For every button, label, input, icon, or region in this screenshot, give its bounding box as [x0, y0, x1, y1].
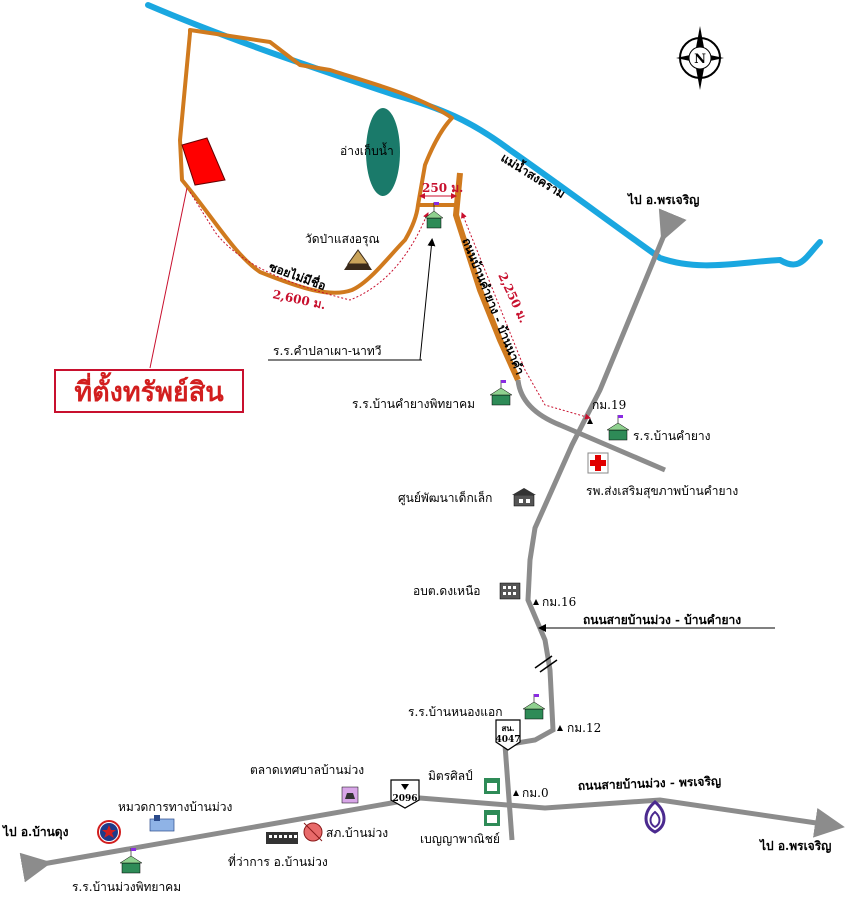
child-center-icon	[512, 488, 536, 507]
district-office-label: ที่ว่าการ อ.บ้านม่วง	[228, 853, 328, 869]
school-icon-nong-aek	[522, 694, 546, 720]
river-label: แม่น้ำสงคราม	[498, 148, 569, 201]
bank-logo-icon	[644, 800, 666, 834]
compass-icon: N	[676, 26, 724, 90]
to-ban-dung-label: ไป อ.บ้านดุง	[1, 824, 69, 840]
property-location-label: ที่ตั้งทรัพย์สิน	[74, 376, 224, 408]
highway-dept-label: หมวดการทางบ้านม่วง	[118, 800, 232, 814]
school-icon-ban-muang	[119, 848, 143, 874]
school-khampla-label: ร.ร.คำปลาเผา-นาทวี	[273, 344, 382, 358]
market-icon	[341, 786, 359, 804]
school-khamyang-phit-label: ร.ร.บ้านคำยางพิทยาคม	[352, 397, 475, 411]
mitr-silp-label: มิตรศิลป์	[428, 769, 473, 783]
road-break-symbol	[534, 655, 558, 673]
route-4047-prefix: สน.	[501, 723, 514, 733]
school-khamyang-label: ร.ร.บ้านคำยาง	[633, 429, 710, 443]
market-label: ตลาดเทศบาลบ้านม่วง	[250, 763, 364, 777]
shop-icon-benya	[484, 810, 500, 826]
compass-letter: N	[694, 52, 706, 67]
caltex-icon	[97, 820, 121, 844]
property-location-box: ที่ตั้งทรัพย์สิน	[54, 369, 244, 413]
school-ban-muang-label: ร.ร.บ้านม่วงพิทยาคม	[72, 880, 181, 894]
soi-road-loop	[178, 28, 454, 295]
obt-dong-nuea-label: อบต.ดงเหนือ	[413, 584, 481, 598]
km16-label: กม.16	[542, 595, 576, 609]
temple-label: วัดป่าแสงอรุณ	[305, 232, 380, 247]
km19-label: กม.19	[592, 398, 626, 412]
reservoir-shape	[366, 108, 400, 196]
temple-icon	[344, 249, 372, 270]
hospital-icon	[587, 452, 609, 474]
distance-2600-line	[189, 191, 429, 301]
route-2096-shield: 2096	[390, 779, 420, 809]
km-marker-icon	[587, 418, 593, 424]
to-phon-charoen-top: ไป อ.พรเจริญ	[626, 192, 699, 207]
school-icon-khamyang	[606, 415, 630, 441]
km0-label: กม.0	[522, 786, 549, 800]
obt-office-icon	[499, 582, 521, 600]
reservoir-label: อ่างเก็บน้ำ	[340, 142, 394, 158]
distance-2250-line	[461, 212, 591, 420]
main-road-east-west	[19, 795, 845, 883]
school-icon-khamyang-phit	[489, 380, 513, 406]
property-marker	[181, 137, 226, 186]
benya-label: เบญญาพาณิชย์	[420, 832, 500, 846]
distance-250-label: 250 ม.	[422, 181, 463, 195]
river-line	[145, 2, 823, 269]
school-icon-khampla	[424, 202, 444, 229]
route-4047-number: 4047	[495, 735, 520, 745]
police-icon	[303, 822, 323, 842]
to-phon-charoen-right-label: ไป อ.พรเจริญ	[758, 838, 831, 853]
district-office-icon	[266, 832, 298, 844]
school-nong-aek-label: ร.ร.บ้านหนองแอก	[408, 705, 502, 719]
km-marker-icon	[557, 725, 563, 731]
route-4047-shield: สน. 4047	[495, 719, 521, 751]
child-center-label: ศูนย์พัฒนาเด็กเล็ก	[398, 490, 492, 506]
police-label: สภ.บ้านม่วง	[326, 826, 388, 840]
km12-label: กม.12	[567, 721, 601, 735]
hospital-label: รพ.ส่งเสริมสุขภาพบ้านคำยาง	[586, 484, 738, 499]
school-khampla-pointer	[419, 238, 436, 361]
highway-dept-icon	[149, 815, 175, 832]
route-2096-number: 2096	[392, 794, 417, 804]
road-ban-muang-phon-label: ถนนสายบ้านม่วง - พรเจริญ	[578, 774, 722, 793]
km-marker-icon	[513, 790, 519, 796]
road-ban-muang-khamyang-label: ถนนสายบ้านม่วง - บ้านคำยาง	[583, 613, 741, 627]
property-leader-line	[149, 187, 188, 369]
shop-icon-mitr	[484, 778, 500, 794]
km-marker-icon	[533, 599, 539, 605]
main-road-north-south	[502, 208, 687, 841]
